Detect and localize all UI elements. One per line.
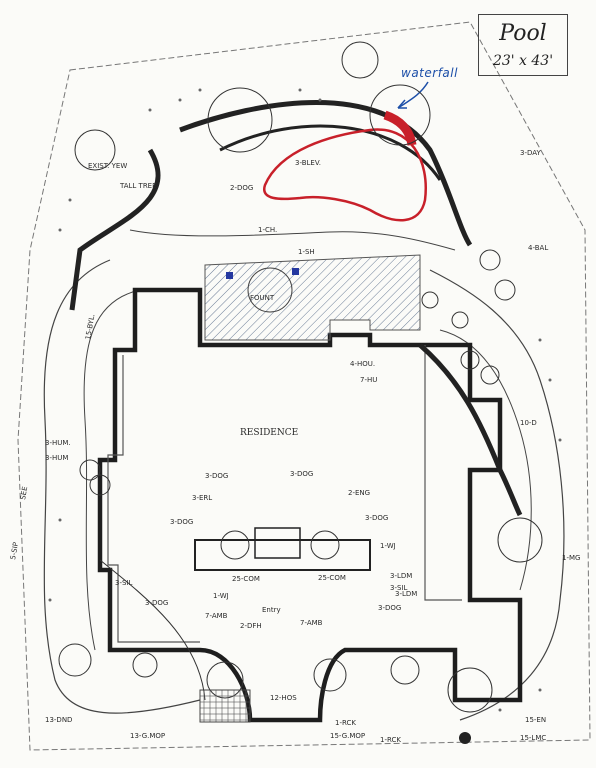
tree-symbols — [58, 41, 543, 713]
label-center-17: 3-SIL — [390, 584, 407, 592]
label-bottom-6: 15-LMC — [520, 734, 546, 742]
walkway-dark-1 — [179, 100, 473, 247]
walkway-right — [418, 343, 523, 517]
label-center-13: 7-AMB — [300, 619, 323, 627]
label-center-7: 25-COM — [232, 575, 260, 583]
pool-outline — [263, 128, 427, 222]
room-label-residence: RESIDENCE — [240, 428, 298, 438]
label-bottom-1: 13-G.MOP — [130, 732, 165, 740]
planting-bed-top — [129, 229, 456, 251]
label-center-10: 1-WJ — [380, 542, 396, 550]
waterfall-arrow — [397, 81, 429, 109]
waterfall-arrow-head — [397, 99, 407, 109]
label-left-5: 5-SIP — [9, 542, 20, 561]
label-left-bottom-3: 13-DND — [45, 716, 72, 724]
label-right-4: 1-MG — [562, 554, 580, 562]
label-center-16: 3-DOG — [378, 604, 401, 612]
label-bottom-3: 1-RCK — [335, 719, 356, 727]
brick-walk — [199, 689, 251, 723]
label-right-3: 10-D — [520, 419, 537, 427]
label-top-6: 12-HOS — [270, 694, 297, 702]
label-top-5: 1-SH — [298, 248, 315, 256]
lamp-post — [459, 732, 471, 744]
house-wall — [97, 287, 523, 723]
label-right-6: 7-HU — [360, 376, 377, 384]
pool-equipment-1 — [226, 272, 233, 279]
label-center-15: 3-LDM — [395, 590, 417, 598]
pool-equipment-2 — [292, 268, 299, 275]
label-center-1: 3-DOG — [205, 472, 228, 480]
label-top-1: 2-DOG — [230, 184, 253, 192]
planting-bed-left — [43, 259, 201, 714]
label-center-6: 3-DOG — [365, 514, 388, 522]
label-center-11: 7-AMB — [205, 612, 228, 620]
title-block: Pool 23' x 43' — [478, 14, 568, 76]
label-center-4: 2-ENG — [348, 489, 370, 497]
entry-label: Entry — [262, 606, 281, 614]
label-left-top-2: TALL TREE — [119, 182, 157, 190]
label-left-bottom-1: 3-SIL — [115, 579, 132, 587]
label-left-4: SEE — [19, 486, 29, 500]
label-center-2: 3-ERL — [192, 494, 212, 502]
pool-waterfall-band — [383, 110, 417, 146]
label-center-12: 2-DFH — [240, 622, 262, 630]
label-left-3: 3-HUM — [45, 454, 68, 462]
label-top-2: FOUNT — [250, 294, 275, 302]
label-right-2: 4-BAL — [528, 244, 548, 252]
title-block-title: Pool — [499, 21, 547, 46]
label-left-bottom-2: 3-DOG — [145, 599, 168, 607]
patio-hatched — [204, 254, 421, 341]
house-interior-wall-right — [424, 345, 462, 601]
shrub-dots — [48, 88, 562, 712]
walkway-dark-3 — [69, 148, 161, 311]
label-top-4: 1-CH. — [258, 226, 277, 234]
label-bottom-4: 1-RCK — [380, 736, 401, 744]
patio-feature — [247, 267, 293, 313]
title-block-dimensions: 23' x 43' — [492, 53, 554, 69]
label-center-5: 3-DOG — [170, 518, 193, 526]
label-center-9: 1-WJ — [213, 592, 229, 600]
label-top-3: 3-BLEV. — [295, 159, 321, 167]
planting-bed-right — [429, 269, 565, 721]
label-center-14: 3-LDM — [390, 572, 412, 580]
label-center-3: 3-DOG — [290, 470, 313, 478]
label-right-5: 4-HOU. — [350, 360, 375, 368]
label-left-1: 3-HUM. — [45, 439, 71, 447]
label-left-top-1: EXIST. YEW — [88, 162, 127, 170]
planting-bed-left-inner — [83, 289, 141, 651]
label-bottom-5: 15-EN — [525, 716, 546, 724]
property-line — [17, 21, 591, 751]
label-bottom-2: 15-G.MOP — [330, 732, 365, 740]
label-center-8: 25-COM — [318, 574, 346, 582]
label-right-1: 3-DAY — [520, 149, 541, 157]
walkway-dark-4 — [99, 559, 206, 701]
house-interior-wall — [107, 355, 200, 643]
planting-bed-right-inner — [439, 329, 532, 591]
entry-steps — [254, 527, 301, 559]
waterfall-annotation: waterfall — [401, 66, 458, 80]
